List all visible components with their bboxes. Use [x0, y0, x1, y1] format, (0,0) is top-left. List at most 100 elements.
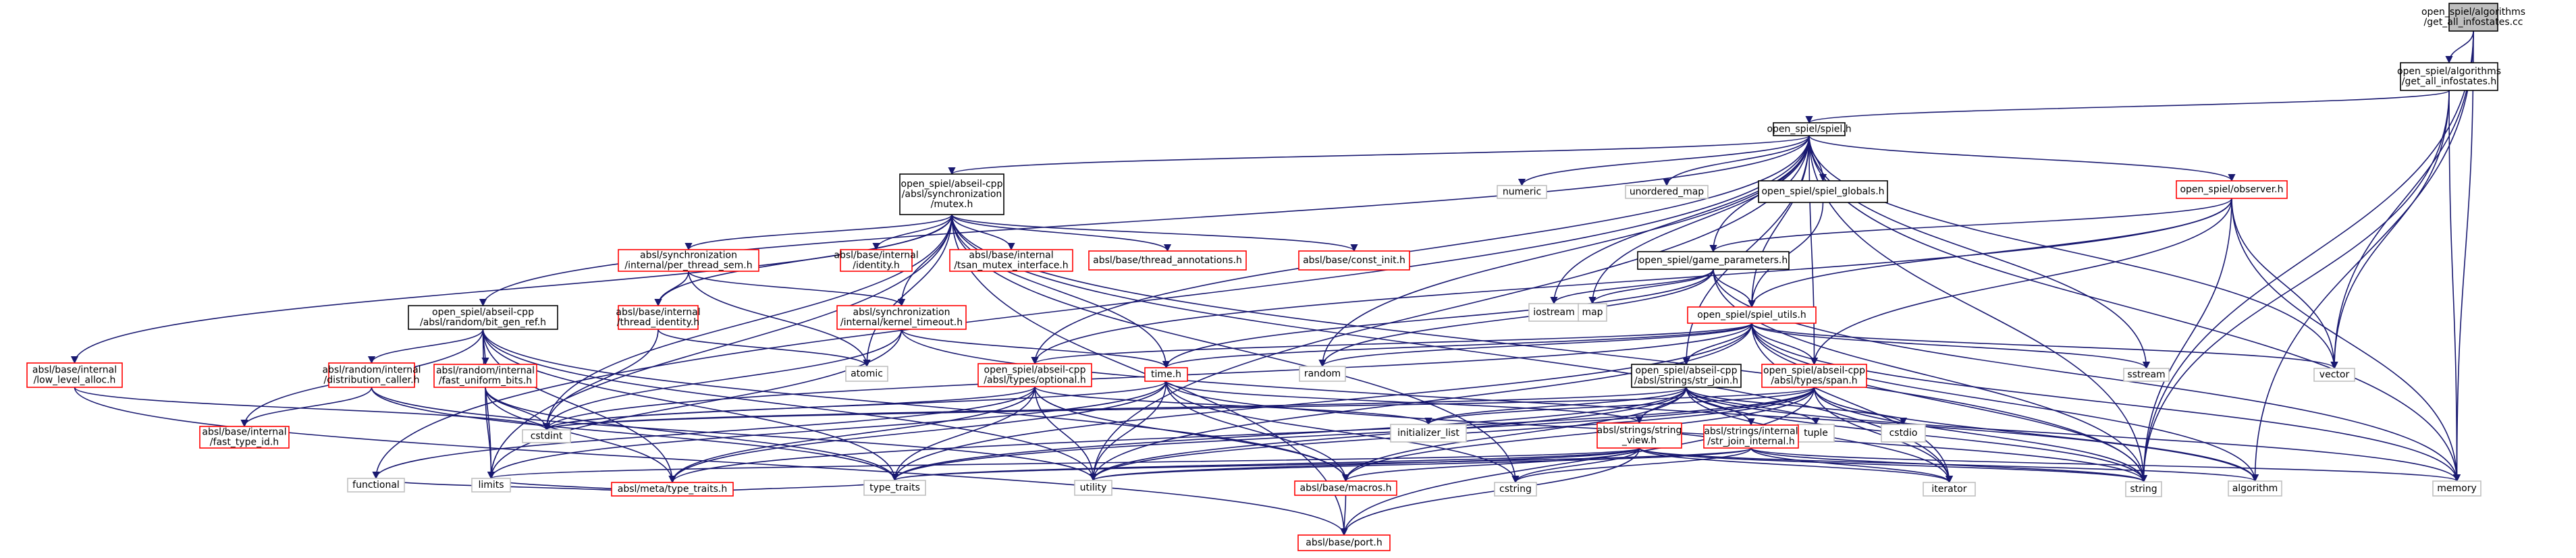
- node-limits: limits: [471, 478, 511, 493]
- node-observer[interactable]: open_spiel/observer.h: [2176, 180, 2288, 199]
- edge-spiel-to-map: [1588, 135, 1810, 305]
- node-label-thread_identity: /thread_identity.h: [617, 317, 699, 328]
- node-label-port: absl/base/port.h: [1306, 538, 1382, 549]
- edge-game_parameters-to-map: [1588, 269, 1714, 305]
- edge-thread_identity-to-cstdint: [542, 329, 659, 431]
- edge-time-to-string_view: [1165, 381, 1643, 424]
- edge-spiel-to-sstream: [1808, 135, 2151, 370]
- edge-str_join_internal-to-utility: [1090, 447, 1752, 482]
- node-box-kernel_timeout: [836, 305, 967, 330]
- node-box-mutex: [899, 173, 1004, 215]
- node-optional[interactable]: open_spiel/abseil-cpp/absl/types/optiona…: [977, 363, 1092, 387]
- edge-spiel-to-optional: [1031, 135, 1810, 365]
- node-str_join[interactable]: open_spiel/abseil-cpp/absl/strings/str_j…: [1631, 364, 1742, 388]
- edge-kernel_timeout-to-cstdint: [542, 329, 903, 431]
- node-spiel_globals[interactable]: open_spiel/spiel_globals.h: [1758, 180, 1888, 203]
- node-type_traits_h[interactable]: absl/meta/type_traits.h: [611, 482, 734, 497]
- node-span[interactable]: open_spiel/abseil-cpp/absl/types/span.h: [1761, 364, 1867, 388]
- edge-string_view-to-string: [1638, 447, 2147, 483]
- edge-game_parameters-to-iostream: [1550, 269, 1714, 305]
- node-tsan[interactable]: absl/base/internal/tsan_mutex_interface.…: [949, 249, 1073, 272]
- edge-spiel-to-str_join: [1682, 135, 1810, 366]
- edge-mutex-to-per_thread_sem: [685, 214, 952, 251]
- node-const_init[interactable]: absl/base/const_init.h: [1298, 250, 1410, 271]
- edge-per_thread_sem-to-atomic: [688, 271, 871, 368]
- node-box-atomic: [845, 366, 888, 382]
- node-spiel[interactable]: open_spiel/spiel.h: [1767, 122, 1852, 136]
- node-label-game_parameters: open_spiel/game_parameters.h: [1639, 255, 1788, 266]
- node-unordered_map: unordered_map: [1625, 185, 1709, 199]
- node-label-type_traits: type_traits: [869, 482, 920, 493]
- node-macros[interactable]: absl/base/macros.h: [1294, 480, 1397, 496]
- node-box-span: [1761, 364, 1867, 388]
- node-initializer_list: initializer_list: [1390, 424, 1467, 443]
- edge-fast_uniform_bits-to-limits: [485, 387, 495, 480]
- node-box-distribution_caller: [328, 362, 415, 388]
- node-label-iterator: iterator: [1931, 484, 1966, 495]
- node-box-random: [1299, 366, 1346, 382]
- node-mutex[interactable]: open_spiel/abseil-cpp/absl/synchronizati…: [899, 173, 1004, 215]
- edge-cc-to-h: [2445, 30, 2474, 64]
- node-label-mutex: /absl/synchronization: [902, 189, 1002, 200]
- node-label-mutex: /mutex.h: [931, 199, 973, 210]
- edge-mutex-to-const_init: [951, 214, 1358, 252]
- node-label-macros: absl/base/macros.h: [1299, 483, 1391, 494]
- node-algorithm: algorithm: [2228, 480, 2282, 497]
- node-type_traits: type_traits: [863, 480, 926, 496]
- node-box-const_init: [1298, 250, 1410, 271]
- node-box-numeric: [1497, 185, 1547, 199]
- node-cstdio: cstdio: [1881, 424, 1926, 443]
- node-label-tsan: /tsan_mutex_interface.h: [954, 260, 1068, 271]
- node-per_thread_sem[interactable]: absl/synchronization/internal/per_thread…: [618, 249, 759, 272]
- edge-spiel_utils-to-span: [1751, 323, 1819, 366]
- node-box-tsan: [949, 249, 1073, 272]
- edge-span-to-type_traits: [891, 387, 1815, 482]
- node-map: map: [1578, 303, 1607, 322]
- node-distribution_caller[interactable]: absl/random/internal/distribution_caller…: [322, 362, 421, 388]
- node-game_parameters[interactable]: open_spiel/game_parameters.h: [1637, 251, 1790, 270]
- node-box-identity: [840, 249, 913, 272]
- node-fast_type_id[interactable]: absl/base/internal/fast_type_id.h: [199, 426, 290, 449]
- node-string_view[interactable]: absl/strings/string_view.h: [1596, 422, 1682, 449]
- edge-str_join-to-memory: [1686, 387, 2461, 482]
- node-box-low_level_alloc: [26, 362, 123, 388]
- node-box-macros: [1294, 480, 1397, 496]
- node-time[interactable]: time.h: [1144, 367, 1188, 382]
- node-identity[interactable]: absl/base/internal/identity.h: [834, 249, 919, 272]
- node-h[interactable]: open_spiel/algorithms/get_all_infostates…: [2397, 62, 2501, 91]
- edge-observer-to-optional: [1031, 198, 2232, 365]
- node-bit_gen_ref[interactable]: open_spiel/abseil-cpp/absl/random/bit_ge…: [408, 305, 558, 330]
- edge-game_parameters-to-spiel_utils: [1713, 269, 1756, 308]
- edge-bit_gen_ref-to-distribution_caller: [367, 329, 484, 364]
- edge-spiel_utils-to-memory: [1751, 323, 2461, 482]
- edge-spiel-to-functional: [372, 135, 1810, 480]
- node-box-utility: [1074, 480, 1112, 496]
- edge-h-to-vector: [2330, 90, 2450, 370]
- edge-str_join_internal-to-type_traits: [891, 447, 1752, 482]
- edge-optional-to-type_traits_h: [668, 386, 1036, 484]
- node-label-atomic: atomic: [851, 368, 883, 379]
- edge-span-to-cstdint: [543, 387, 1815, 431]
- node-thread_identity[interactable]: absl/base/internal/thread_identity.h: [616, 305, 701, 330]
- node-thread_annotations[interactable]: absl/base/thread_annotations.h: [1088, 250, 1247, 271]
- node-label-tuple: tuple: [1804, 428, 1828, 439]
- node-label-observer: open_spiel/observer.h: [2180, 184, 2283, 195]
- node-box-type_traits_h: [611, 482, 734, 497]
- node-label-fast_type_id: /fast_type_id.h: [210, 437, 279, 448]
- edge-cc-to-algorithm: [2251, 30, 2474, 482]
- node-label-fast_type_id: absl/base/internal: [202, 427, 286, 438]
- edge-span-to-string: [1813, 387, 2148, 483]
- node-spiel_utils[interactable]: open_spiel/spiel_utils.h: [1687, 306, 1817, 324]
- node-iostream: iostream: [1528, 303, 1580, 322]
- node-kernel_timeout[interactable]: absl/synchronization/internal/kernel_tim…: [836, 305, 967, 330]
- edge-spiel-to-span: [1808, 135, 1819, 366]
- node-fast_uniform_bits[interactable]: absl/random/internal/fast_uniform_bits.h: [433, 364, 537, 388]
- node-box-time: [1144, 367, 1188, 382]
- node-cc[interactable]: open_spiel/algorithms/get_all_infostates…: [2421, 3, 2525, 32]
- node-port[interactable]: absl/base/port.h: [1297, 534, 1391, 551]
- node-low_level_alloc[interactable]: absl/base/internal/low_level_alloc.h: [26, 362, 123, 388]
- node-box-unordered_map: [1625, 185, 1709, 199]
- edge-observer-to-vector: [2231, 198, 2338, 370]
- node-str_join_internal[interactable]: absl/strings/internal/str_join_internal.…: [1703, 424, 1799, 449]
